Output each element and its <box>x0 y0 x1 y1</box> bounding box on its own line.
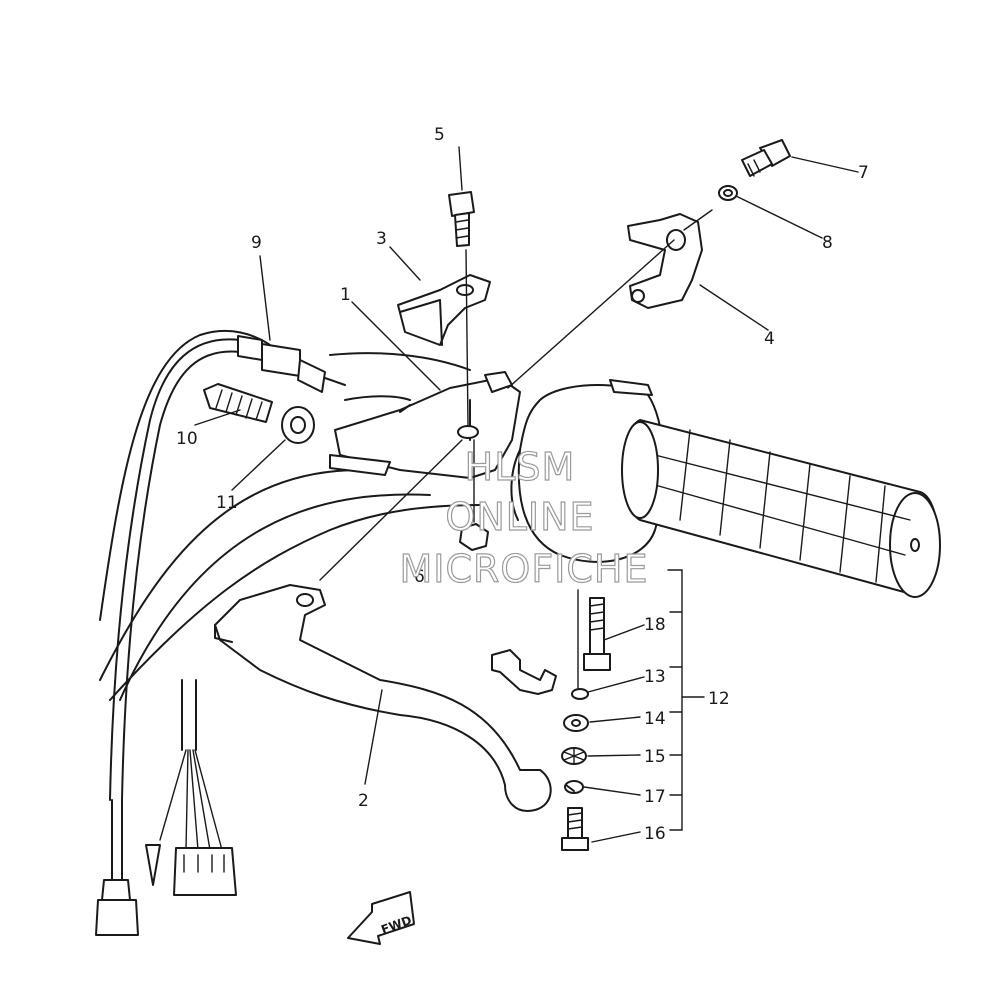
watermark: HLSM ONLINE MICROFICHE <box>399 444 648 591</box>
callout-11: 11 <box>216 493 238 513</box>
callout-numbers: 5 3 1 9 10 11 6 7 8 4 2 18 13 12 14 15 1… <box>176 125 869 844</box>
handlebar-grip <box>621 419 941 598</box>
screw-part-18 <box>583 597 611 671</box>
washer-part-8 <box>718 185 738 201</box>
leader-lines <box>194 146 859 843</box>
nut-part-6 <box>459 523 489 551</box>
locknut-part-11 <box>281 406 315 444</box>
watermark-line-2: ONLINE <box>445 495 594 539</box>
cover-part-4 <box>627 213 703 309</box>
bracket-part-3 <box>397 274 491 346</box>
callout-7: 7 <box>858 163 869 183</box>
washer-part-14 <box>563 714 589 732</box>
bolt-part-5 <box>448 191 475 247</box>
forward-direction-arrow: FWD <box>347 891 415 945</box>
callout-13: 13 <box>644 667 666 687</box>
lock-washer-part-15 <box>561 747 587 765</box>
callout-4: 4 <box>764 329 775 349</box>
switch-harness <box>145 679 237 896</box>
callout-8: 8 <box>822 233 833 253</box>
watermark-line-1: HLSM <box>465 445 576 489</box>
callout-2: 2 <box>358 791 369 811</box>
switch-plate-part-13 <box>491 649 589 700</box>
callout-15: 15 <box>644 747 666 767</box>
screw-part-16 <box>561 807 589 851</box>
callout-12: 12 <box>708 689 730 709</box>
spring-washer-part-17 <box>564 780 584 794</box>
clutch-cable-part-9 <box>95 335 346 936</box>
callout-14: 14 <box>644 709 666 729</box>
callout-9: 9 <box>251 233 262 253</box>
callout-1: 1 <box>340 285 351 305</box>
callout-17: 17 <box>644 787 666 807</box>
clutch-lever-part-2 <box>214 584 552 812</box>
screw-part-7 <box>741 139 791 177</box>
callout-10: 10 <box>176 429 198 449</box>
background-cables <box>99 329 481 701</box>
callout-5: 5 <box>434 125 445 145</box>
callout-3: 3 <box>376 229 387 249</box>
watermark-line-3: MICROFICHE <box>399 547 648 591</box>
cable-adjuster-part-10 <box>203 383 273 423</box>
callout-18: 18 <box>644 615 666 635</box>
callout-6: 6 <box>414 567 425 587</box>
callout-16: 16 <box>644 824 666 844</box>
handlebar-switch-housing <box>510 379 665 563</box>
